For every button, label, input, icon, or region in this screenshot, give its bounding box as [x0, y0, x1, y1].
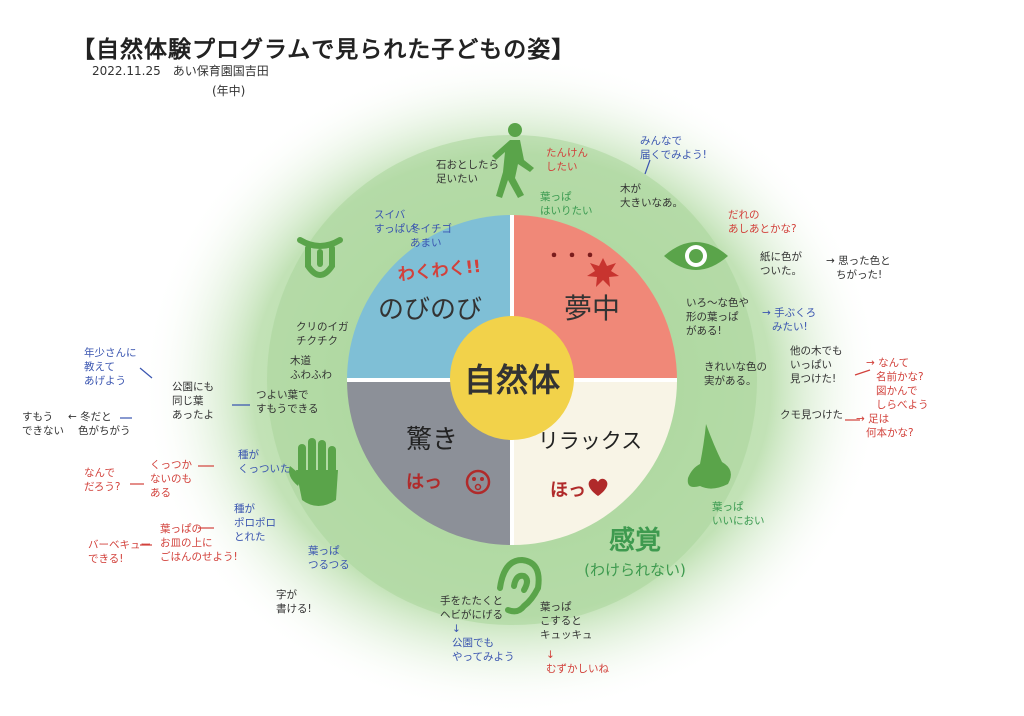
note-touch-5: 年少さんに 教えて あげよう	[84, 347, 137, 387]
note-tongue-1: スイバ すっぱい	[374, 209, 416, 235]
note-walk-5: みんなで 届くでみよう!	[640, 135, 707, 161]
note-touch-3: つよい葉で すもうできる	[256, 389, 319, 415]
note-eye-5: → 手ぶくろ みたい!	[762, 307, 817, 333]
note-nose-1: 葉っぱ いいにおい	[712, 501, 765, 527]
note-eye-9: クモ見つけた	[780, 409, 843, 421]
note-walk-2: たんけん したい	[546, 147, 588, 173]
note-touch-1: クリのイガ チクチク	[296, 321, 349, 347]
tongue-icon	[297, 237, 343, 278]
note-touch-2: 木道 ふわふわ	[290, 355, 332, 381]
note-eye-1: だれの あしあとかな?	[728, 209, 797, 235]
walking-person-icon	[492, 123, 534, 198]
senses-title: 感覚	[608, 526, 661, 556]
note-hand-5: 葉っぱの お皿の上に ごはんのせよう!	[160, 523, 238, 563]
nose-icon	[687, 424, 731, 489]
surprise-face-icon	[465, 469, 491, 495]
senses-label: 感覚 (わけられない)	[560, 520, 710, 580]
ear-icon	[497, 556, 542, 615]
note-hand-4: 種が ポロポロ とれた	[234, 503, 276, 543]
note-eye-4: いろ〜な色や 形の葉っぱ がある!	[686, 297, 749, 337]
label-muchu: 夢中	[564, 292, 620, 325]
note-eye-6: きれいな色の 実がある。	[704, 361, 767, 387]
note-eye-3: → 思った色と ちがった!	[826, 255, 891, 281]
sub-ho: ほっ	[550, 480, 586, 501]
note-walk-4: 木が 大きいなあ。	[620, 183, 683, 209]
note-hand-3: なんで だろう?	[84, 467, 121, 493]
note-eye-2: 紙に色が ついた。	[760, 251, 802, 277]
note-ear-1: 手をたたくと ヘビがにげる	[440, 595, 503, 621]
sparkle-icon	[587, 258, 619, 287]
note-hand-7: 葉っぱ つるつる	[308, 545, 350, 571]
note-walk-3: 葉っぱ はいりたい	[540, 191, 593, 217]
note-eye-7: 他の木でも いっぱい 見つけた!	[790, 345, 843, 385]
note-hand-6: バーベキュー できる!	[88, 539, 151, 565]
note-hand-2: くっつか ないのも ある	[150, 459, 192, 499]
note-tongue-2: 冬イチゴ あまい	[410, 223, 452, 249]
note-eye-8: → なんて 名前かな? 図かんで しらべよう	[866, 357, 929, 411]
class-note: (年中)	[212, 84, 246, 98]
note-touch-7: ← 冬だと 色がちがう	[68, 411, 131, 437]
label-odoroki: 驚き	[406, 425, 458, 455]
note-walk-1: 石おとしたら 足いたい	[436, 159, 499, 185]
note-ear-2: ↓ 公園でも やってみよう	[452, 623, 515, 663]
center-label: 自然体	[464, 361, 560, 399]
note-ear-3: 葉っぱ こすると キュッキュ	[540, 601, 593, 641]
note-hand-1: 種が くっついた	[238, 449, 291, 475]
label-relax: リラックス	[538, 429, 642, 453]
sub-ha: はっ	[406, 472, 442, 493]
sub-dots: ・・・	[545, 246, 599, 267]
hand-icon	[289, 438, 338, 506]
heart-icon	[588, 478, 608, 496]
label-nobinobi: のびのび	[378, 295, 482, 325]
note-ear-4: ↓ むずかしいね	[546, 649, 609, 675]
note-eye-10: → 足は 何本かな?	[856, 413, 914, 439]
note-touch-4: 公園にも 同じ葉 あったよ	[172, 381, 214, 421]
note-hand-8: 字が 書ける!	[276, 589, 312, 615]
note-touch-6: すもう できない	[22, 411, 64, 437]
date-note: 2022.11.25 あい保育園国吉田	[92, 64, 269, 78]
eye-icon	[664, 242, 728, 270]
center-circle	[450, 316, 574, 440]
senses-subtitle: (わけられない)	[584, 561, 686, 579]
